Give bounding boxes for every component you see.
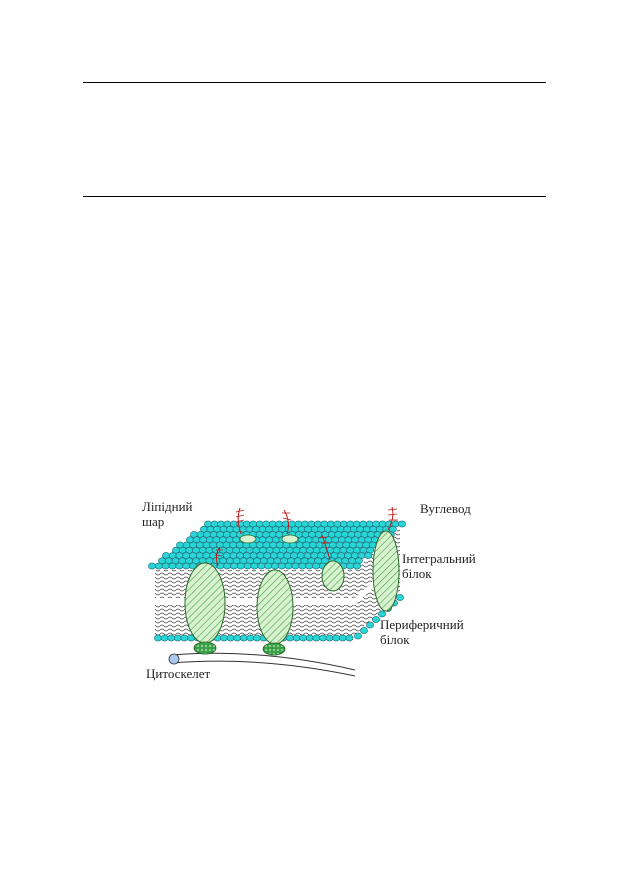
integral-protein-small [321,560,345,592]
label-integral-protein: Інтегральний білок [402,551,476,581]
lipid-head-bottom [360,627,368,634]
peripheral-protein-right [262,642,286,656]
peripheral-protein-left [193,641,217,655]
top-rule [83,82,546,83]
lipid-head [223,562,232,570]
label-carbohydrate: Вуглевод [420,501,471,516]
carbohydrate-branches [214,508,398,557]
lipid-head [230,562,238,570]
carbohydrate-chains [215,506,394,567]
bottom-rule [83,196,546,197]
lipid-head-bottom [378,610,386,618]
lipid-head-bottom [325,634,334,642]
lipid-head-bottom [292,634,301,642]
lipid-head [312,562,320,570]
lipid-head [264,562,273,570]
lipid-head-bottom [319,634,327,642]
lipid-head [291,562,300,570]
lipid-head-bottom [305,634,314,642]
lipid-head-bottom [167,634,176,642]
integral-protein-center [256,569,294,645]
lipid-head [284,562,293,570]
label-cytoskeleton: Цитоскелет [146,666,211,681]
lipid-head-bottom [246,634,255,642]
surface-protein-2 [281,534,299,544]
cytoskeleton-filament [168,652,356,677]
lipid-head-bottom [354,632,362,640]
integral-protein-right [372,530,400,612]
lipid-head-bottom [173,634,182,642]
lipid-head [154,562,163,570]
lipid-head [175,562,184,570]
lipid-head-bottom [180,634,189,642]
lipid-head-bottom [345,634,354,642]
lipid-head [250,562,259,570]
lipid-head-bottom [160,634,169,642]
lipid-head-bottom [299,634,308,642]
surface-protein-1 [239,534,257,544]
label-peripheral-protein: Периферичний білок [380,617,464,647]
integral-protein-left [184,562,226,644]
bilayer-gap [155,598,355,605]
lipid-head [353,562,361,570]
lipid-head [271,562,279,570]
lipid-head-bottom [226,634,235,642]
lipid-head-bottom [239,634,248,642]
lipid-head-bottom [338,634,347,642]
lipid-head-bottom [312,634,321,642]
lipid-head [182,562,191,570]
lipid-head [243,562,252,570]
lipid-head-bottom [220,634,228,642]
lipid-head [277,562,286,570]
label-lipid-layer: Ліпідний шар [142,499,193,529]
lipid-head-bottom [366,621,374,629]
lipid-head-bottom [396,594,404,601]
cytoskeleton-end [168,653,180,665]
lipid-head [346,562,355,570]
lipid-head-bottom [286,634,294,642]
lipid-head [305,562,314,570]
lipid-head-bottom [233,634,242,642]
lipid-head [257,562,266,570]
lipid-head-bottom [253,634,261,642]
lipid-head [298,562,307,570]
lipid-head [364,552,373,559]
lipid-head-bottom [154,634,162,642]
lipid-head [161,562,170,570]
lipid-head-bottom [332,634,341,642]
lipid-head-bottom [372,616,380,623]
lipid-head [168,562,177,570]
lipid-heads-top [148,520,406,570]
lipid-head [148,562,156,570]
lipid-head [398,520,406,528]
lipid-head [236,562,245,570]
